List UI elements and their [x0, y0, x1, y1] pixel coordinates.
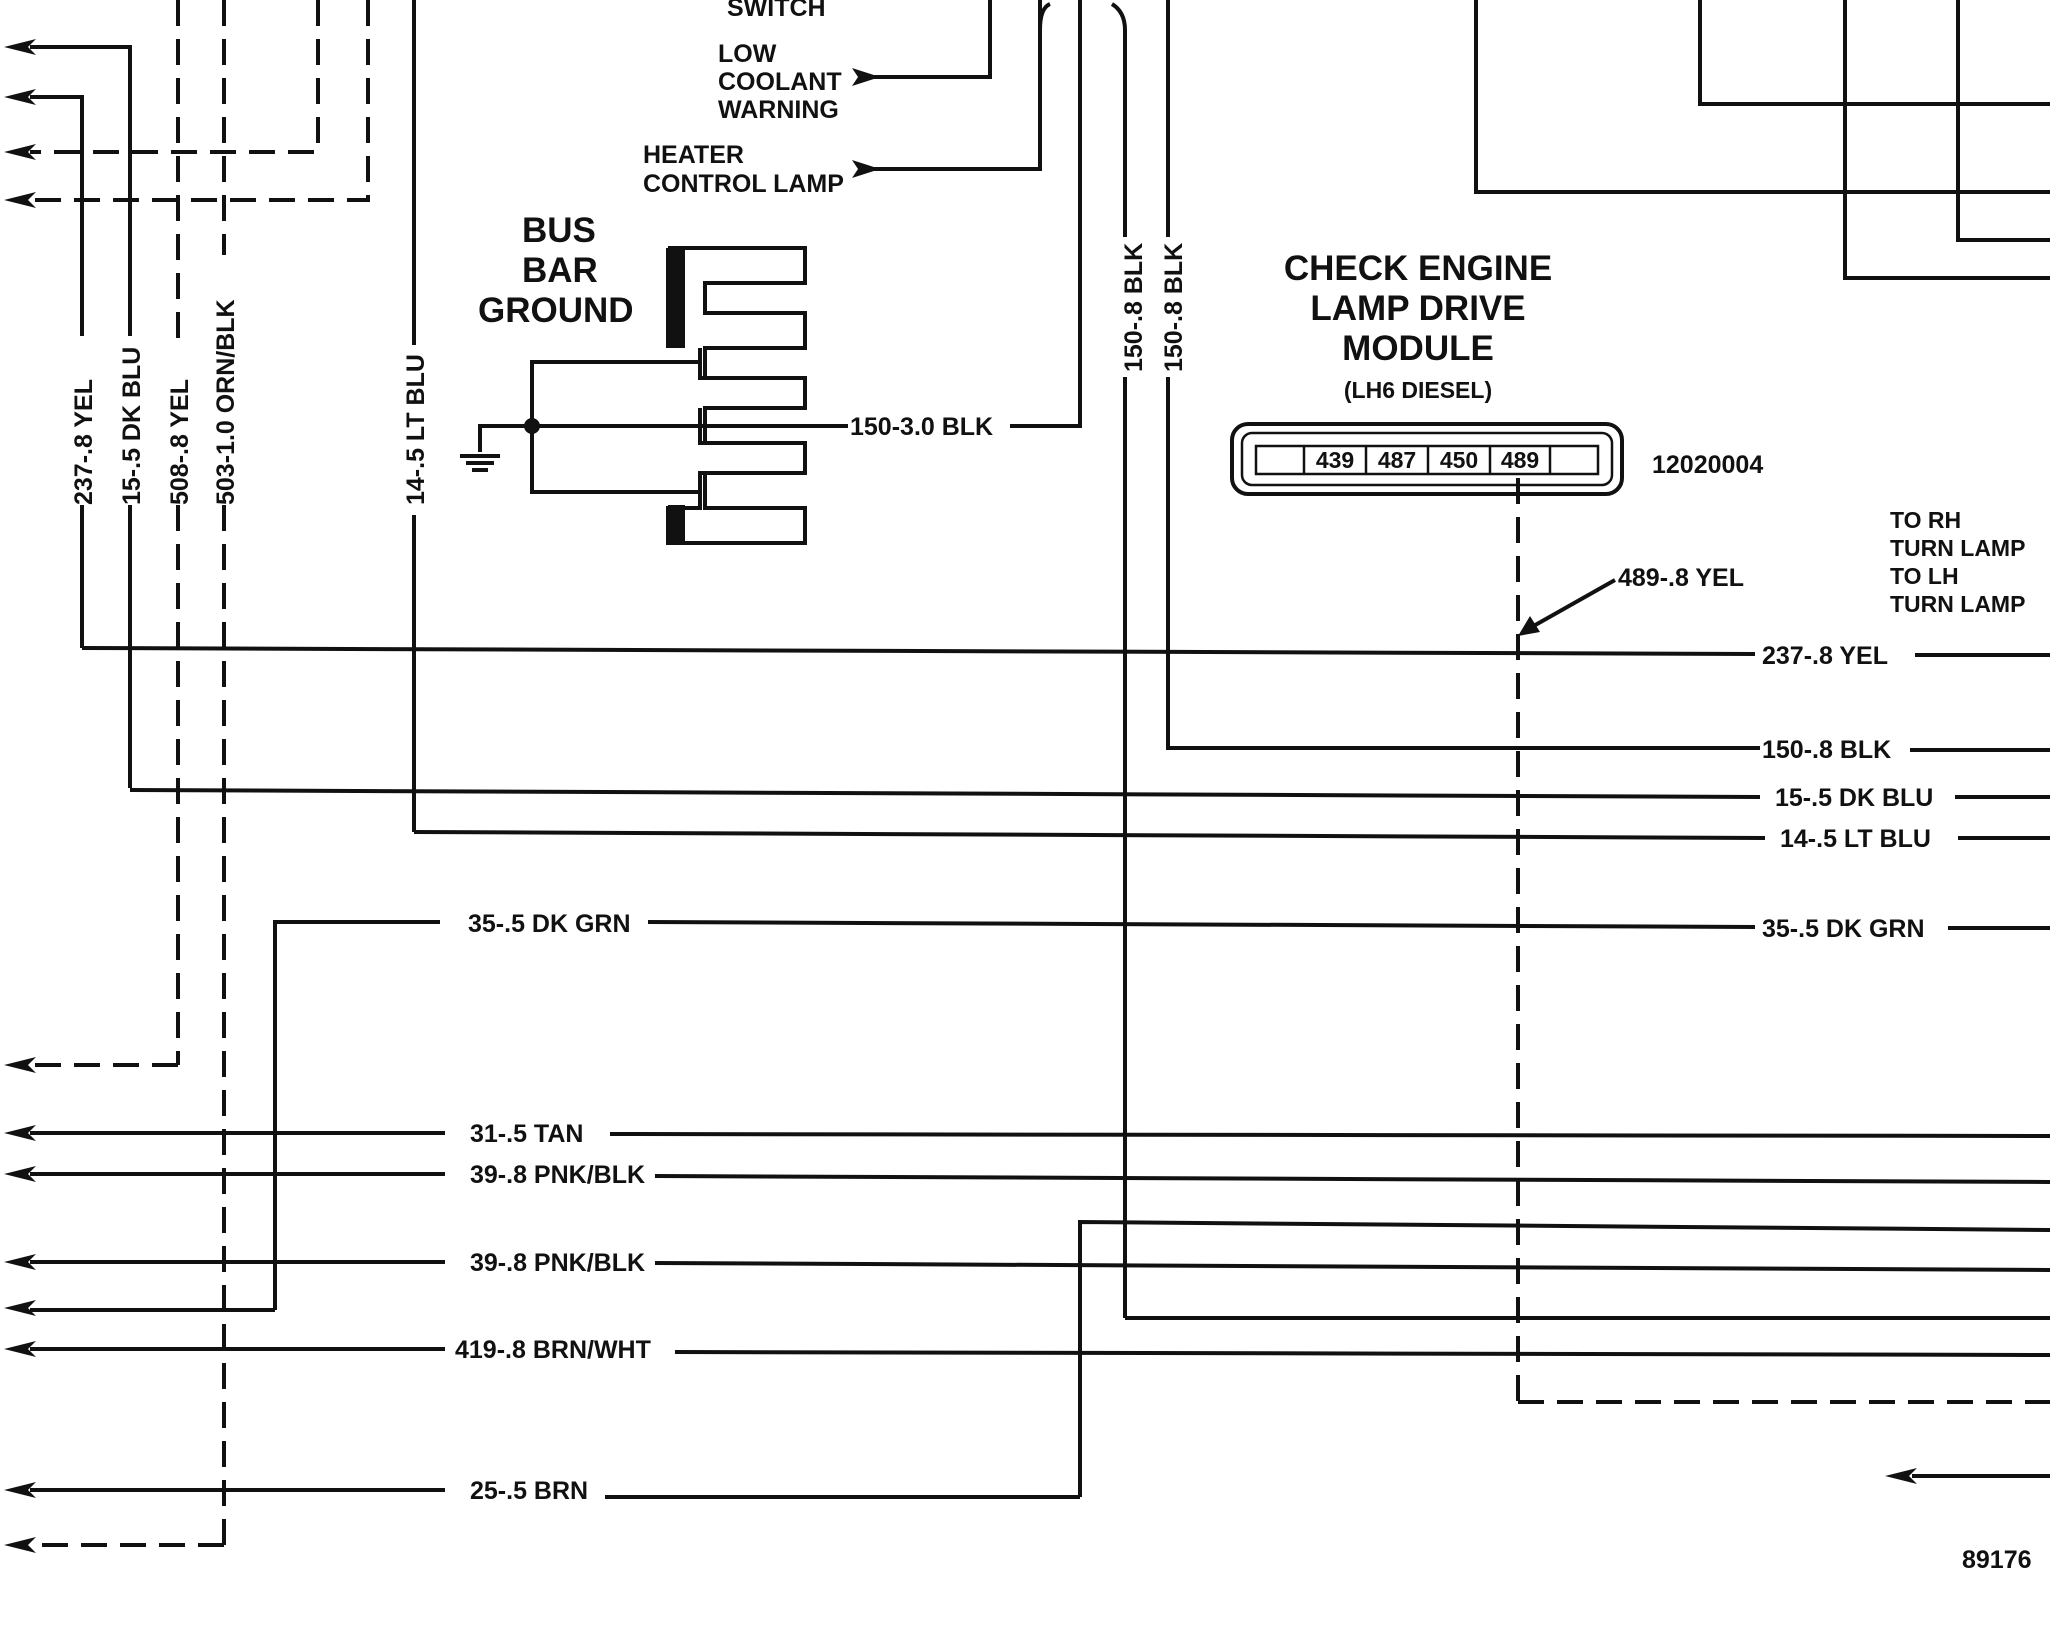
wire-237-yel — [30, 95, 84, 336]
left-vertical-wires — [30, 0, 416, 1547]
pin-489: 489 — [1501, 447, 1539, 473]
turn-lamp-4: TURN LAMP — [1890, 591, 2025, 617]
horizontal-wires: 237-.8 YEL 150-.8 BLK 15-.5 DK BLU 14-.5… — [30, 642, 2050, 1505]
label-r-237-yel: 237-.8 YEL — [1762, 642, 1888, 670]
figure-number: 89176 — [1962, 1546, 2032, 1574]
pin-487: 487 — [1378, 447, 1416, 473]
module-connector-outer — [1230, 422, 1624, 496]
label-l-419-brn-wht: 419-.8 BRN/WHT — [455, 1336, 651, 1364]
bar-label: BAR — [522, 251, 598, 290]
label-489-yel: 489-.8 YEL — [1618, 564, 1744, 592]
label-508-yel: 508-.8 YEL — [166, 379, 194, 505]
module-title-1: CHECK ENGINE — [1284, 249, 1552, 288]
label-l-39-pnk-blk-b: 39-.8 PNK/BLK — [470, 1249, 645, 1277]
heater-line2: CONTROL LAMP — [643, 170, 844, 198]
heater-line1: HEATER — [643, 141, 744, 169]
low-coolant-line2: COOLANT — [718, 68, 842, 96]
module-subtitle: (LH6 DIESEL) — [1344, 377, 1492, 403]
label-l-39-pnk-blk-a: 39-.8 PNK/BLK — [470, 1161, 645, 1189]
ground-label: GROUND — [478, 291, 634, 330]
top-right-wires: TO RH TURN LAMP TO LH TURN LAMP — [1474, 0, 2050, 617]
switch-label: SWITCH — [727, 0, 826, 22]
label-r-14-lt-blu: 14-.5 LT BLU — [1780, 825, 1931, 853]
pin-450: 450 — [1440, 447, 1478, 473]
bus-label: BUS — [522, 211, 596, 250]
low-coolant-line1: LOW — [718, 40, 777, 68]
label-503-orn-blk: 503-1.0 ORN/BLK — [212, 299, 240, 505]
label-r-15-dk-blu: 15-.5 DK BLU — [1775, 784, 1933, 812]
turn-lamp-3: TO LH — [1890, 563, 1959, 589]
low-coolant-line3: WARNING — [718, 96, 839, 124]
label-l-35-dk-grn: 35-.5 DK GRN — [468, 910, 631, 938]
label-15-dk-blu: 15-.5 DK BLU — [118, 347, 146, 505]
pin-439: 439 — [1316, 447, 1354, 473]
label-14-lt-blu: 14-.5 LT BLU — [402, 354, 430, 505]
turn-lamp-1: TO RH — [1890, 507, 1961, 533]
module-title-3: MODULE — [1342, 329, 1494, 368]
vertical-wire-labels: 237-.8 YEL 15-.5 DK BLU 508-.8 YEL 503-1… — [70, 243, 1188, 505]
module-part-number: 12020004 — [1652, 451, 1763, 479]
top-center: SWITCH LOW COOLANT WARNING HEATER CONTRO… — [643, 0, 1760, 1318]
label-r-35-dk-grn: 35-.5 DK GRN — [1762, 915, 1925, 943]
label-150-3-blk: 150-3.0 BLK — [850, 413, 993, 441]
label-r-150-blk: 150-.8 BLK — [1762, 736, 1891, 764]
bus-bar-ground: BUS BAR GROUND 150-3.0 BLK — [460, 211, 993, 545]
wire-15-dk-blu — [30, 45, 132, 336]
turn-lamp-2: TURN LAMP — [1890, 535, 2025, 561]
label-l-31-tan: 31-.5 TAN — [470, 1120, 583, 1148]
label-150-blk-b: 150-.8 BLK — [1160, 243, 1188, 372]
label-150-blk-a: 150-.8 BLK — [1120, 243, 1148, 372]
label-l-25-brn: 25-.5 BRN — [470, 1477, 588, 1505]
check-engine-module: CHECK ENGINE LAMP DRIVE MODULE (LH6 DIES… — [1230, 249, 2050, 1404]
label-237-yel: 237-.8 YEL — [70, 379, 98, 505]
module-title-2: LAMP DRIVE — [1310, 289, 1525, 328]
